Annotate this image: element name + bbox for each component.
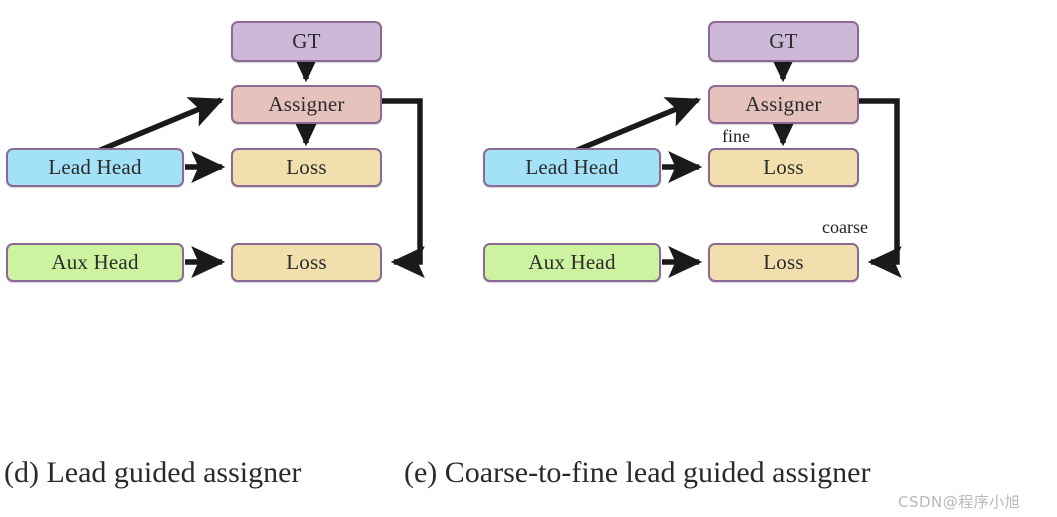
csdn-watermark: CSDN@程序小旭	[898, 493, 1021, 511]
node-gt-d-label: GT	[292, 29, 321, 53]
node-aux-head-d-label: Aux Head	[51, 250, 139, 274]
node-aux-head-d[interactable]: Aux Head	[6, 243, 184, 282]
node-assigner-e-label: Assigner	[745, 92, 822, 116]
node-gt-e-label: GT	[769, 29, 798, 53]
node-gt-d[interactable]: GT	[231, 21, 382, 62]
node-loss-lead-d[interactable]: Loss	[231, 148, 382, 187]
edge-label-fine: fine	[722, 126, 750, 146]
node-lead-head-e-label: Lead Head	[525, 155, 619, 179]
node-lead-head-e[interactable]: Lead Head	[483, 148, 661, 187]
node-loss-aux-d-label: Loss	[286, 250, 327, 274]
node-gt-e[interactable]: GT	[708, 21, 859, 62]
node-loss-lead-d-label: Loss	[286, 155, 327, 179]
node-loss-aux-e[interactable]: Loss	[708, 243, 859, 282]
node-aux-head-e[interactable]: Aux Head	[483, 243, 661, 282]
node-lead-head-d[interactable]: Lead Head	[6, 148, 184, 187]
edge-label-coarse: coarse	[822, 217, 868, 237]
caption-panel-e: (e) Coarse-to-fine lead guided assigner	[404, 456, 871, 489]
node-assigner-d-label: Assigner	[268, 92, 345, 116]
arrow-leadhead-to-assigner-e	[573, 97, 702, 154]
node-loss-lead-e[interactable]: Loss	[708, 148, 859, 187]
node-loss-lead-e-label: Loss	[763, 155, 804, 179]
node-assigner-d[interactable]: Assigner	[231, 85, 382, 124]
arrow-assigner-to-loss-aux-e	[858, 98, 902, 278]
node-lead-head-d-label: Lead Head	[48, 155, 142, 179]
arrow-leadhead-to-assigner-d	[96, 97, 225, 154]
node-aux-head-e-label: Aux Head	[528, 250, 616, 274]
arrow-assigner-to-loss-aux-d	[382, 98, 425, 278]
node-loss-aux-e-label: Loss	[763, 250, 804, 274]
node-loss-aux-d[interactable]: Loss	[231, 243, 382, 282]
node-assigner-e[interactable]: Assigner	[708, 85, 859, 124]
caption-panel-d: (d) Lead guided assigner	[4, 456, 302, 489]
